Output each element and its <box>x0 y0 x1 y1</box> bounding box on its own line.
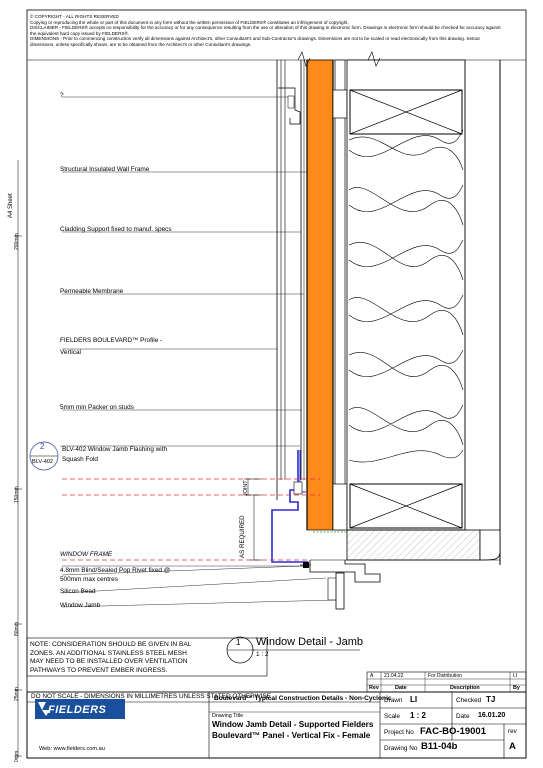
header-line: Copying or reproducing the whole or part… <box>30 19 349 25</box>
series-title: Boulevard™ Typical Construction Details … <box>214 695 392 702</box>
header-line: © COPYRIGHT - ALL RIGHTS RESERVED <box>30 14 119 19</box>
rev-cell: A <box>370 673 374 679</box>
scale-mark: 150mm <box>14 486 20 503</box>
callout-profile-2: Vertical <box>60 349 81 356</box>
date-value: 16.01.20 <box>478 712 506 719</box>
date-label: Date <box>456 713 470 720</box>
note-line: ZONES. AN ADDITIONAL STAINLESS STEEL MES… <box>30 649 187 657</box>
detail-ref-number: 2 <box>40 442 45 451</box>
callout-rivet-2: 500mm max centres <box>60 576 118 583</box>
callout-membrane: Permeable Membrane <box>60 288 124 295</box>
scale-mark: 200mm <box>14 233 20 250</box>
drawing-title-1: Window Jamb Detail - Supported Fielders <box>212 720 374 729</box>
project-label: Project No <box>384 729 414 736</box>
callout-flashing: BLV-402 Window Jamb Flashing with <box>62 446 168 453</box>
fielders-logo <box>35 699 125 719</box>
callout-cladding-support: Cladding Support fixed to manuf. specs <box>60 226 172 233</box>
callout-question: ? <box>60 92 64 99</box>
scale-mark: 25mm <box>14 687 20 701</box>
scale-mark: 80mm <box>14 622 20 636</box>
header-notes: © COPYRIGHT - ALL RIGHTS RESERVED Copyin… <box>30 14 530 48</box>
scale-value: 1 : 2 <box>410 711 427 720</box>
by-header: By <box>513 685 520 691</box>
drawn-label: Drawn <box>384 697 403 704</box>
drawing-no-value: B11-04b <box>421 741 458 752</box>
joint-label: JOINT <box>243 480 249 496</box>
header-line: dimensions, unless specifically shown, a… <box>30 41 252 47</box>
scale-label: Scale <box>384 713 400 720</box>
callout-silicon: Silicon Bead <box>60 588 96 595</box>
bal-note: NOTE: CONSIDERATION SHOULD BE GIVEN IN B… <box>30 641 270 675</box>
rev-date-cell: 21.04.22 <box>384 673 404 679</box>
as-required-label: AS REQUIRED <box>239 515 246 558</box>
drawn-value: LI <box>410 695 418 704</box>
callout-window-frame: WINDOW FRAME <box>60 551 113 558</box>
sheet-label: A4 Sheet <box>8 193 14 218</box>
rev-header: Rev <box>369 685 379 691</box>
drawing-no-label: Drawing No <box>384 745 418 752</box>
note-line: MAY NEED TO BE INSTALLED OVER VENTILATIO… <box>30 658 188 666</box>
header-line: DIMENSIONS - Prior to commencing constru… <box>30 36 480 42</box>
project-value: FAC-BO-19001 <box>420 726 486 737</box>
callout-siwf: Structural Insulated Wall Frame <box>60 166 150 173</box>
callout-rivet: 4.8mm Blind/Sealed Pop Rivet fixed @ <box>60 567 171 574</box>
scale-mark: 0mm <box>14 750 20 762</box>
callout-flashing-2: Squash Fold <box>62 456 98 463</box>
rev-label: rev <box>508 728 517 735</box>
checked-value: TJ <box>486 695 496 704</box>
header-line: the equivalent hard copy issued by FIELD… <box>30 30 130 36</box>
rev-by-cell: LI <box>513 673 518 679</box>
callout-profile: FIELDERS BOULEVARD™ Profile - <box>60 337 163 344</box>
website: Web: www.fielders.com.au <box>39 746 105 752</box>
drawing-title-label: Drawing Title <box>212 713 244 719</box>
header-line: DISCLAIMER - FIELDERS® accepts no respon… <box>30 25 501 31</box>
callout-packer: 5mm min Packer on studs <box>60 404 134 411</box>
detail-title: Window Detail - Jamb <box>256 636 363 648</box>
date-header: Date <box>395 685 407 691</box>
siwf-core <box>306 59 334 531</box>
detail-number: 1 <box>236 638 241 647</box>
drawing-title-2: Boulevard™ Panel - Vertical Fix - Female <box>212 731 371 740</box>
description-header: Description <box>450 685 480 691</box>
note-line: PATHWAYS TO PREVENT EMBER INGRESS. <box>30 666 168 674</box>
do-not-scale: DO NOT SCALE - DIMENSIONS IN MILLIMETRES… <box>31 693 271 700</box>
detail-scale: 1 : 2 <box>256 651 269 658</box>
note-line: NOTE: CONSIDERATION SHOULD BE GIVEN IN B… <box>30 641 192 648</box>
checked-label: Checked <box>456 697 482 704</box>
rev-desc-cell: For Distribution <box>428 673 462 679</box>
rev-value: A <box>509 741 516 752</box>
logo-text: FIELDERS <box>48 704 107 716</box>
callout-jamb: Window Jamb <box>60 602 101 609</box>
detail-ref-code: BLV-402 <box>32 459 54 465</box>
